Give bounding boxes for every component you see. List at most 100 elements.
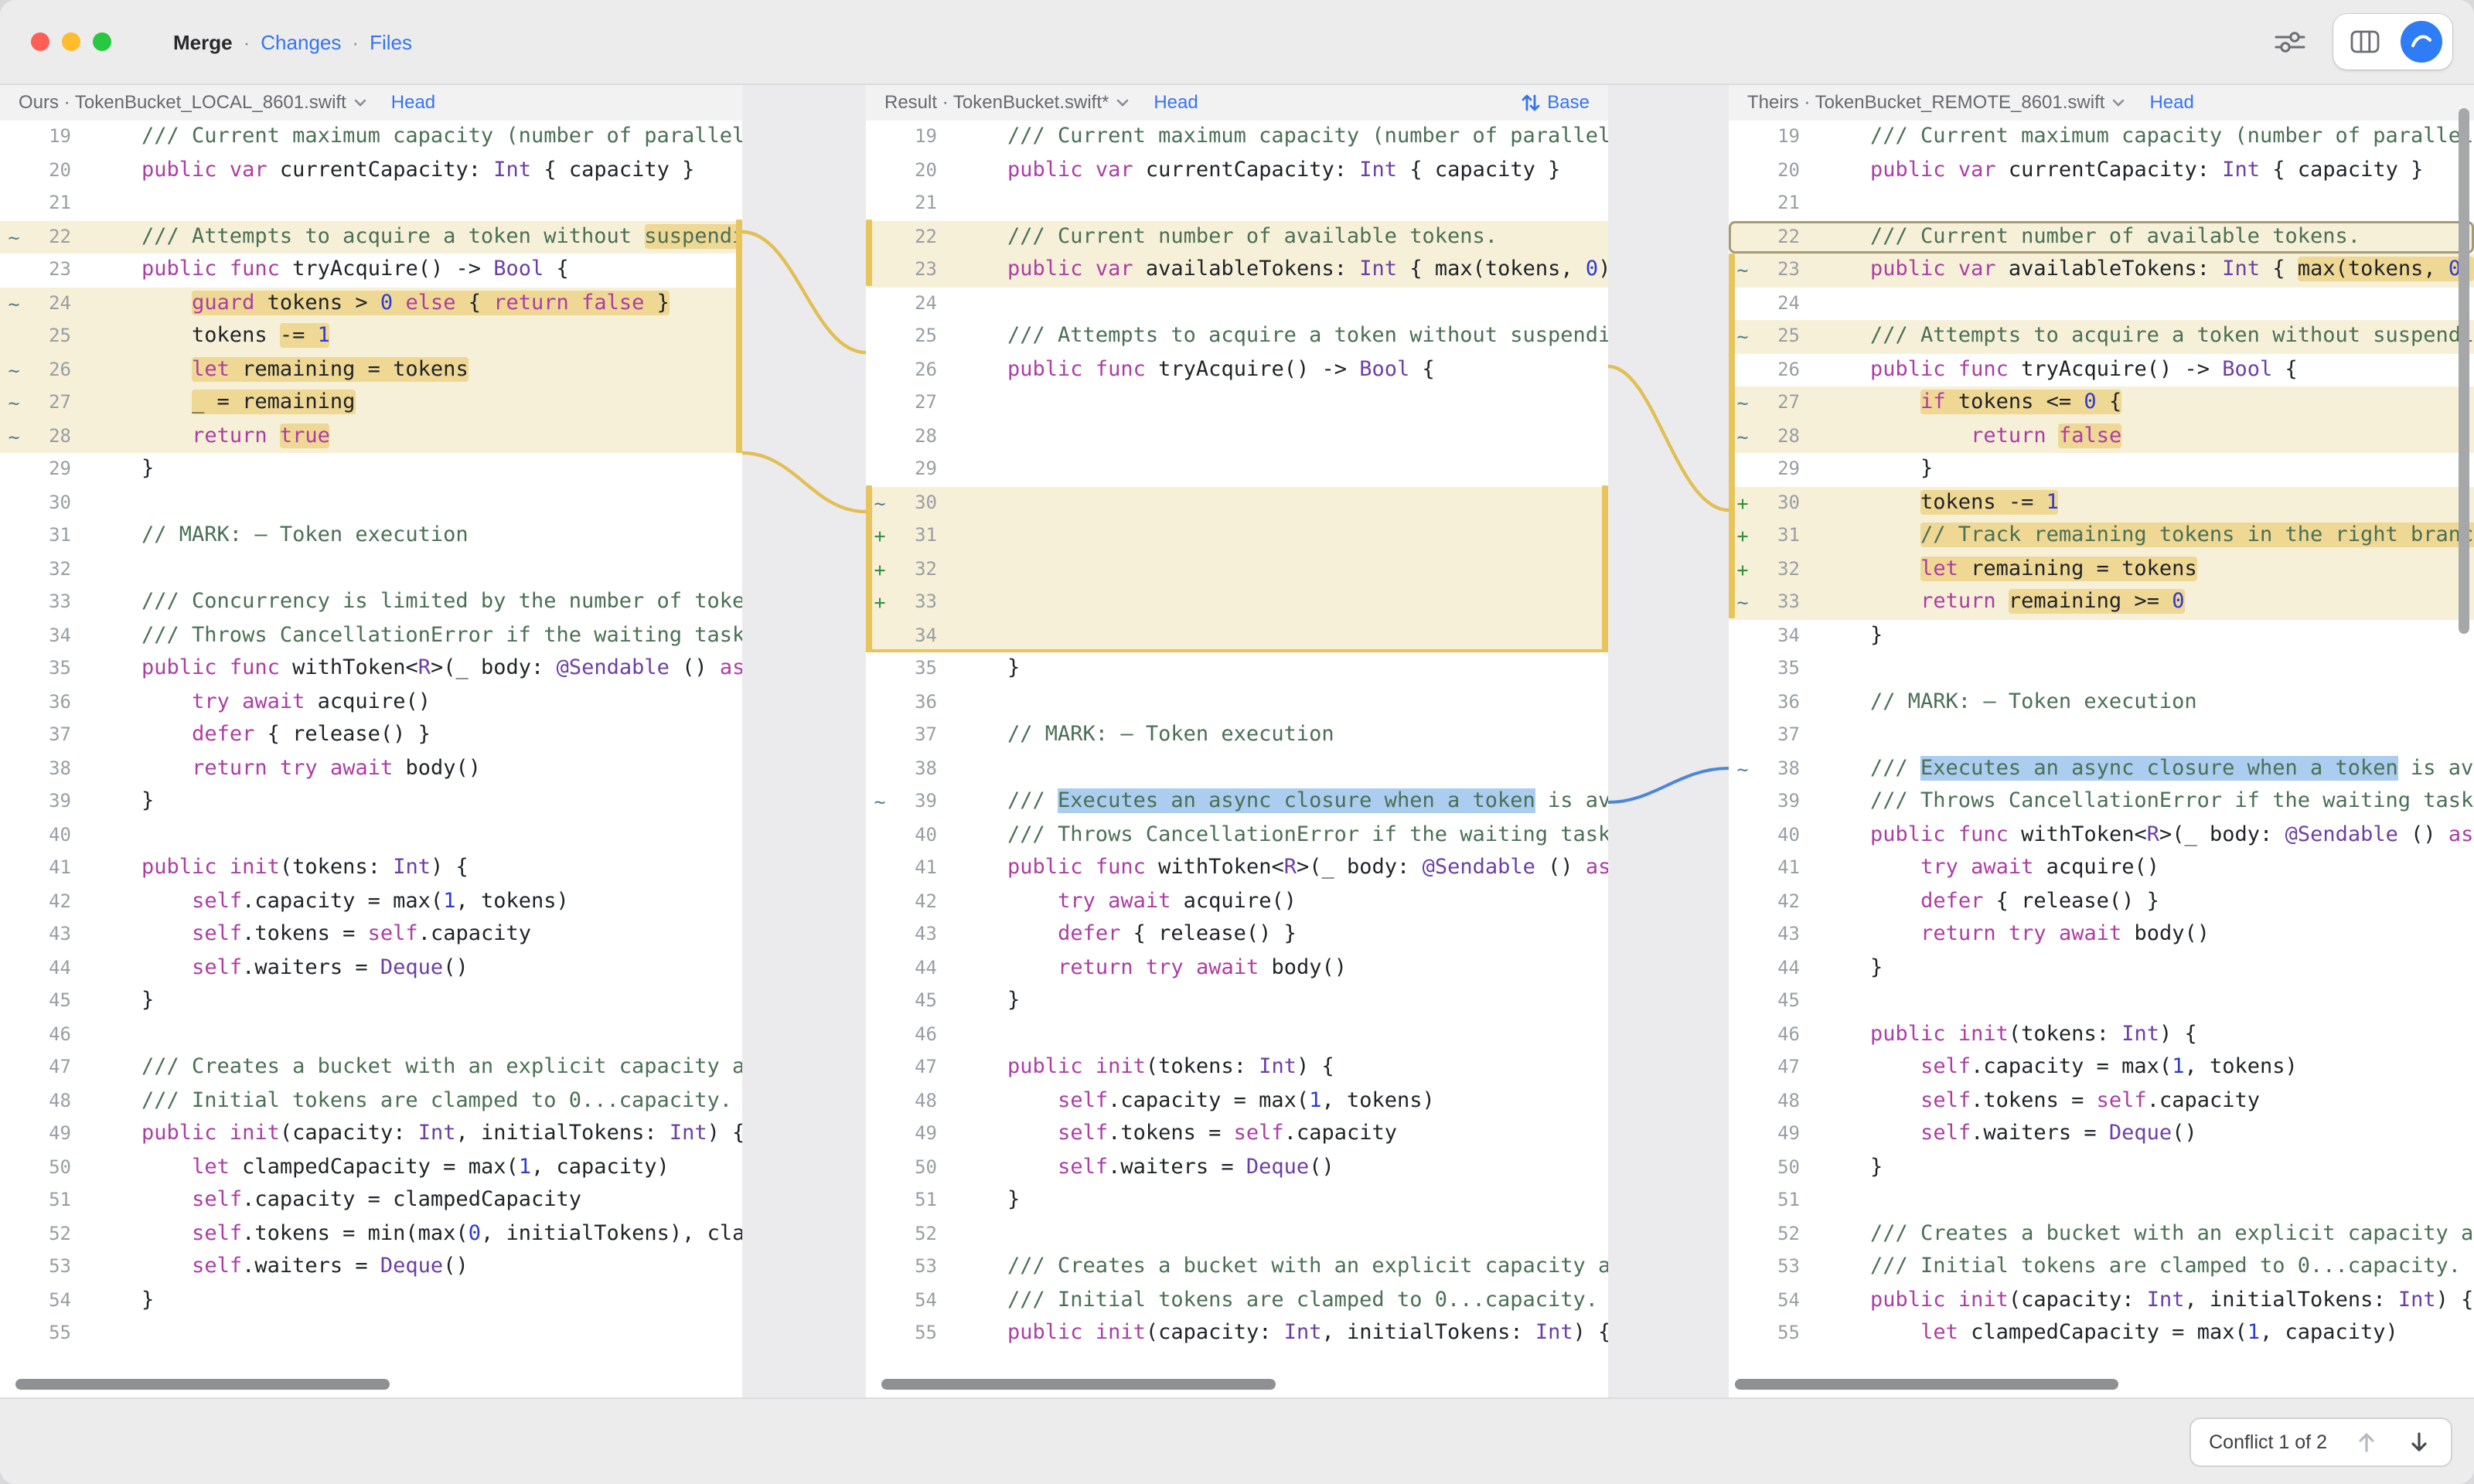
ref-badge-ours[interactable]: Head — [390, 91, 436, 113]
assistant-button[interactable] — [2398, 19, 2445, 65]
code-line[interactable]: 37 // MARK: — Token execution — [866, 719, 1608, 752]
code-line[interactable]: 21 — [0, 187, 742, 220]
code-line[interactable]: ~39 /// Executes an async closure when a… — [866, 785, 1608, 819]
code-line[interactable]: 42 self.capacity = max(1, tokens) — [0, 885, 742, 918]
code-line[interactable]: 21 — [866, 187, 1608, 220]
layout-columns-icon[interactable] — [2341, 19, 2387, 65]
code-line[interactable]: +30 tokens -= 1 — [1729, 486, 2474, 519]
code-line[interactable]: +32 let remaining = tokens — [1729, 553, 2474, 586]
code-line[interactable]: 54 public init(capacity: Int, initialTok… — [1729, 1284, 2474, 1317]
code-line[interactable]: 23 public var availableTokens: Int { max… — [866, 254, 1608, 287]
code-line[interactable]: 22 /// Current number of available token… — [866, 220, 1608, 254]
code-line[interactable]: 29 } — [1729, 453, 2474, 486]
code-line[interactable]: 48 self.tokens = self.capacity — [1729, 1084, 2474, 1118]
code-line[interactable]: 51 } — [866, 1184, 1608, 1217]
code-line[interactable]: 42 defer { release() } — [1729, 885, 2474, 918]
code-line[interactable]: 44 return try await body() — [866, 951, 1608, 985]
close-button[interactable] — [31, 32, 49, 51]
code-line[interactable]: +33 — [866, 586, 1608, 619]
code-line[interactable]: 35 } — [866, 652, 1608, 686]
code-line[interactable]: ~28 return false — [1729, 420, 2474, 453]
code-line[interactable]: 44 self.waiters = Deque() — [0, 951, 742, 985]
code-line[interactable]: +32 — [866, 553, 1608, 586]
code-line[interactable]: ~26 let remaining = tokens — [0, 353, 742, 386]
code-line[interactable]: 34 /// Throws CancellationError if the w… — [0, 619, 742, 652]
code-line[interactable]: +31 // Track remaining tokens in the rig… — [1729, 519, 2474, 553]
tab-changes[interactable]: Changes — [261, 30, 342, 53]
code-line[interactable]: 37 defer { release() } — [0, 719, 742, 752]
code-line[interactable]: 36 try await acquire() — [0, 686, 742, 719]
code-line[interactable]: 34 } — [1729, 619, 2474, 652]
code-line[interactable]: 54 } — [0, 1284, 742, 1317]
code-line[interactable]: ~23 public var availableTokens: Int { ma… — [1729, 254, 2474, 287]
code-line[interactable]: 46 — [866, 1018, 1608, 1051]
code-line[interactable]: 26 public func tryAcquire() -> Bool { — [1729, 353, 2474, 386]
code-line[interactable]: 54 /// Initial tokens are clamped to 0..… — [866, 1284, 1608, 1317]
code-line[interactable]: 51 self.capacity = clampedCapacity — [0, 1184, 742, 1217]
code-line[interactable]: 38 return try await body() — [0, 752, 742, 785]
code-line[interactable]: 53 self.waiters = Deque() — [0, 1251, 742, 1284]
code-line[interactable]: 47 public init(tokens: Int) { — [866, 1051, 1608, 1084]
code-line[interactable]: 42 try await acquire() — [866, 885, 1608, 918]
code-line[interactable]: 45 — [1729, 985, 2474, 1018]
code-line[interactable]: 21 — [1729, 187, 2474, 220]
code-line[interactable]: 19 /// Current maximum capacity (number … — [866, 121, 1608, 154]
code-line[interactable]: 55 let clampedCapacity = max(1, capacity… — [1729, 1317, 2474, 1350]
code-line[interactable]: 55 public init(capacity: Int, initialTok… — [866, 1317, 1608, 1350]
code-line[interactable]: 52 /// Creates a bucket with an explicit… — [1729, 1217, 2474, 1251]
code-line[interactable]: 48 self.capacity = max(1, tokens) — [866, 1084, 1608, 1118]
horizontal-scrollbar-theirs[interactable] — [1735, 1379, 2118, 1390]
code-line[interactable]: 45 } — [866, 985, 1608, 1018]
code-line[interactable]: 29 } — [0, 453, 742, 486]
code-line[interactable]: 31 // MARK: — Token execution — [0, 519, 742, 553]
code-line[interactable]: 33 /// Concurrency is limited by the num… — [0, 586, 742, 619]
code-line[interactable]: 51 — [1729, 1184, 2474, 1217]
code-line[interactable]: 35 — [1729, 652, 2474, 686]
code-line[interactable]: 50 let clampedCapacity = max(1, capacity… — [0, 1151, 742, 1184]
code-line[interactable]: ~28 return true — [0, 420, 742, 453]
code-line[interactable]: ~27 if tokens <= 0 { — [1729, 386, 2474, 420]
code-line[interactable]: 39 } — [0, 785, 742, 819]
code-editor-ours[interactable]: 19 /// Current maximum capacity (number … — [0, 121, 742, 1399]
code-line[interactable]: 23 public func tryAcquire() -> Bool { — [0, 254, 742, 287]
code-line[interactable]: 43 return try await body() — [1729, 918, 2474, 951]
code-line[interactable]: 40 — [0, 819, 742, 852]
tab-merge[interactable]: Merge — [173, 30, 233, 53]
code-line[interactable]: ~38 /// Executes an async closure when a… — [1729, 752, 2474, 785]
code-line[interactable]: ~22 /// Attempts to acquire a token with… — [0, 220, 742, 254]
code-line[interactable]: 53 /// Creates a bucket with an explicit… — [866, 1251, 1608, 1284]
code-line[interactable]: 40 public func withToken<R>(_ body: @Sen… — [1729, 819, 2474, 852]
code-line[interactable]: 20 public var currentCapacity: Int { cap… — [0, 154, 742, 187]
code-line[interactable]: 24 — [1729, 287, 2474, 320]
code-line[interactable]: 29 — [866, 453, 1608, 486]
code-line[interactable]: +31 — [866, 519, 1608, 553]
code-line[interactable]: 40 /// Throws CancellationError if the w… — [866, 819, 1608, 852]
code-line[interactable]: 20 public var currentCapacity: Int { cap… — [866, 154, 1608, 187]
code-line[interactable]: 47 self.capacity = max(1, tokens) — [1729, 1051, 2474, 1084]
vertical-scrollbar[interactable] — [2459, 108, 2469, 634]
ref-badge-result[interactable]: Head — [1154, 91, 1198, 113]
file-selector-ours[interactable]: Ours · TokenBucket_LOCAL_8601.swift — [19, 91, 366, 113]
code-line[interactable]: 49 self.waiters = Deque() — [1729, 1118, 2474, 1151]
code-line[interactable]: 25 /// Attempts to acquire a token witho… — [866, 320, 1608, 353]
code-line[interactable]: 34 — [866, 619, 1608, 652]
file-selector-result[interactable]: Result · TokenBucket.swift* — [884, 91, 1129, 113]
previous-conflict-button[interactable] — [2352, 1424, 2380, 1458]
code-line[interactable]: 44 } — [1729, 951, 2474, 985]
code-line[interactable]: 49 public init(capacity: Int, initialTok… — [0, 1118, 742, 1151]
code-line[interactable]: 43 self.tokens = self.capacity — [0, 918, 742, 951]
code-line[interactable]: 32 — [0, 553, 742, 586]
code-line[interactable]: 55 — [0, 1317, 742, 1350]
code-line[interactable]: ~24 guard tokens > 0 else { return false… — [0, 287, 742, 320]
code-line[interactable]: 43 defer { release() } — [866, 918, 1608, 951]
horizontal-scrollbar-ours[interactable] — [15, 1379, 390, 1390]
code-line[interactable]: 26 public func tryAcquire() -> Bool { — [866, 353, 1608, 386]
code-line[interactable]: ~33 return remaining >= 0 — [1729, 586, 2474, 619]
code-line[interactable]: ~30 — [866, 486, 1608, 519]
code-line[interactable]: 46 public init(tokens: Int) { — [1729, 1018, 2474, 1051]
file-selector-theirs[interactable]: Theirs · TokenBucket_REMOTE_8601.swift — [1747, 91, 2125, 113]
code-line[interactable]: 46 — [0, 1018, 742, 1051]
code-editor-theirs[interactable]: 19 /// Current maximum capacity (number … — [1729, 121, 2474, 1399]
code-line[interactable]: 35 public func withToken<R>(_ body: @Sen… — [0, 652, 742, 686]
code-line[interactable]: 39 /// Throws CancellationError if the w… — [1729, 785, 2474, 819]
